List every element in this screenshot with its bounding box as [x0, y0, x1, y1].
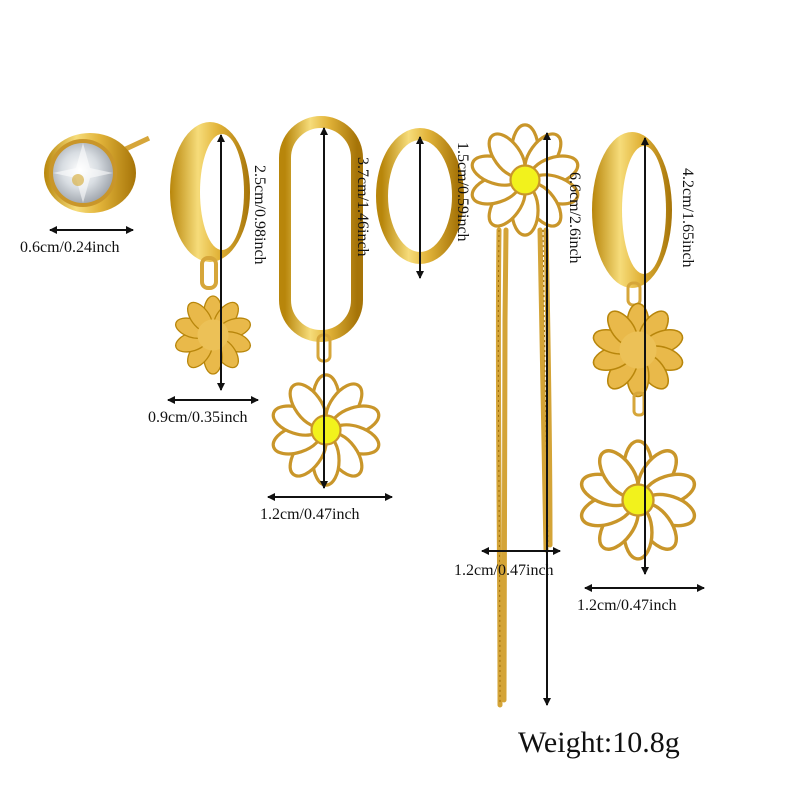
oval-charm-width-label: 1.2cm/0.47inch — [260, 506, 360, 523]
weight-label: Weight:10.8g — [518, 726, 680, 759]
small-hoop-height-label: 1.5cm/0.59inch — [454, 142, 471, 242]
stud-width-label: 0.6cm/0.24inch — [20, 239, 120, 256]
tassel-height-label: 6.6cm/2.6inch — [566, 172, 583, 264]
dimension-arrows — [49, 127, 705, 706]
wide-hoop-flower-earring — [170, 122, 254, 375]
hoop2-height-label: 4.2cm/1.65inch — [679, 168, 696, 268]
hoop2-charm-width-label: 1.2cm/0.47inch — [577, 597, 677, 614]
tassel-width-label: 1.2cm/0.47inch — [454, 562, 554, 579]
wide-hoop-double-flower-earring — [575, 132, 701, 561]
hoop1-height-label: 2.5cm/0.98inch — [251, 165, 268, 265]
stud-earring — [44, 133, 151, 213]
hoop1-charm-width-label: 0.9cm/0.35inch — [148, 409, 248, 426]
oval-height-label: 3.7cm/1.46inch — [354, 157, 371, 257]
daisy-tassel-earring — [466, 123, 584, 708]
